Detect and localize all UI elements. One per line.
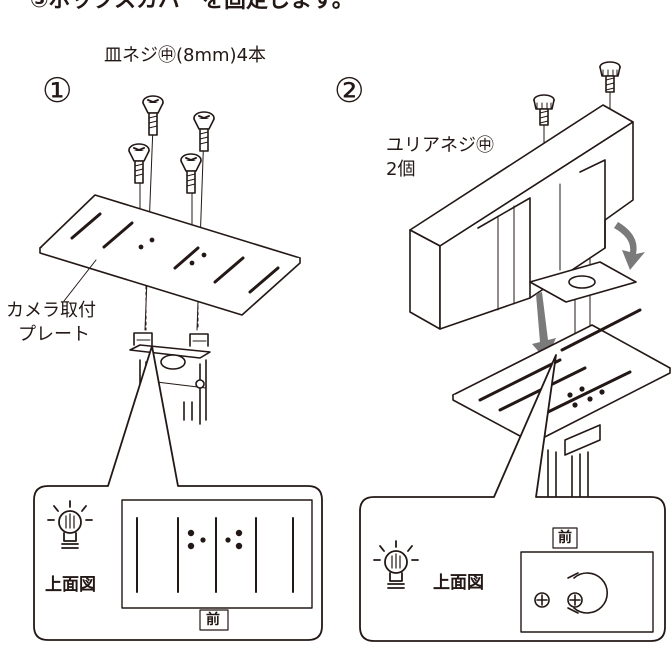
- step2-inset-title: 上面図: [433, 573, 484, 593]
- header-text: ③ボックスカバーを固定します。: [30, 0, 354, 13]
- step2-box-cover: [409, 104, 637, 330]
- step1-lightbulb-hand-icon: [47, 500, 93, 549]
- step1-plate-label-line2: プレート: [18, 324, 90, 345]
- step2-screw-label-line2: 2個: [386, 159, 416, 180]
- step1-inset-front-label: 前: [206, 612, 220, 628]
- step2-screw-left: [533, 94, 555, 126]
- step2-group: [359, 61, 671, 642]
- step1-plate-label-line1: カメラ取付: [6, 300, 96, 321]
- step1-inset-box: [33, 345, 323, 641]
- step2-inset-front-label: 前: [558, 530, 572, 546]
- step2-inset-box: [359, 354, 666, 642]
- step2-down-arrow: [532, 292, 556, 360]
- step1-number: ①: [42, 71, 73, 111]
- step1-screw-label: 皿ネジ㊥(8mm)4本: [104, 45, 267, 66]
- step1-screw-front-right: [180, 153, 202, 194]
- step2-rotate-arrow: [614, 222, 645, 270]
- step1-screw-front-left: [128, 143, 150, 184]
- step2-screw-label-line1: ユリアネジ㊥: [386, 135, 494, 156]
- step1-screw-back-left: [142, 95, 164, 136]
- step1-camera-plate: [39, 194, 301, 316]
- step2-lightbulb-hand-icon: [373, 540, 419, 589]
- step1-inset-title: 上面図: [45, 575, 96, 595]
- step2-number: ②: [334, 71, 365, 111]
- step1-group: [33, 95, 323, 641]
- step2-pole: [547, 424, 601, 511]
- step2-screw-right: [599, 61, 621, 93]
- step1-screw-back-right: [193, 111, 215, 152]
- step2-mount-plate: [452, 308, 671, 444]
